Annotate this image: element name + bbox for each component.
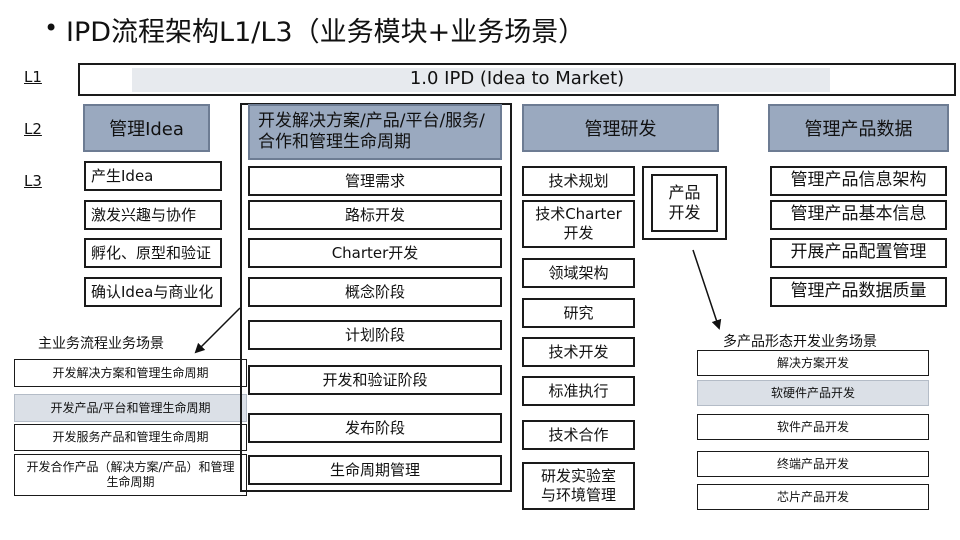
rd-item: 技术合作 bbox=[522, 420, 635, 450]
product-data-item: 管理产品数据质量 bbox=[770, 277, 947, 307]
idea-item: 产生Idea bbox=[84, 161, 222, 191]
main-scenario-item: 开发合作产品（解决方案/产品）和管理生命周期 bbox=[14, 454, 247, 496]
main-scenario-item: 开发解决方案和管理生命周期 bbox=[14, 359, 247, 387]
rd-item: 技术规划 bbox=[522, 166, 635, 196]
dev-stage-item: 发布阶段 bbox=[248, 413, 502, 443]
l1-bar-fill bbox=[132, 68, 830, 92]
multi-form-scenario-item: 软硬件产品开发 bbox=[697, 380, 929, 406]
l1-label: 1.0 IPD (Idea to Market) bbox=[409, 68, 625, 90]
dev-stage-item: 管理需求 bbox=[248, 166, 502, 196]
product-data-item: 开展产品配置管理 bbox=[770, 238, 947, 268]
l1-bar: 1.0 IPD (Idea to Market) bbox=[78, 63, 956, 96]
dev-stage-item: 概念阶段 bbox=[248, 277, 502, 307]
title-bullet: • bbox=[44, 14, 59, 42]
multi-form-scenario-title: 多产品形态开发业务场景 bbox=[723, 334, 877, 350]
rd-item: 技术Charter开发 bbox=[522, 200, 635, 248]
product-data-item: 管理产品基本信息 bbox=[770, 200, 947, 230]
rd-item: 研发实验室与环境管理 bbox=[522, 462, 635, 510]
multi-form-scenario-item: 软件产品开发 bbox=[697, 414, 929, 440]
dev-stage-item: 开发和验证阶段 bbox=[248, 365, 502, 395]
product-dev-outer-frame bbox=[642, 166, 727, 240]
arrow-to-multi-form-scenarios bbox=[692, 249, 722, 330]
page-title: IPD流程架构L1/L3（业务模块+业务场景） bbox=[66, 17, 586, 48]
header-dev-lifecycle: 开发解决方案/产品/平台/服务/合作和管理生命周期 bbox=[248, 104, 502, 160]
rd-item: 标准执行 bbox=[522, 376, 635, 406]
product-dev-box: 产品开发 bbox=[651, 174, 718, 232]
multi-form-scenario-item: 终端产品开发 bbox=[697, 451, 929, 477]
dev-stage-item: Charter开发 bbox=[248, 238, 502, 268]
idea-item: 孵化、原型和验证 bbox=[84, 238, 222, 268]
dev-stage-item: 生命周期管理 bbox=[248, 455, 502, 485]
idea-item: 激发兴趣与协作 bbox=[84, 200, 222, 230]
dev-stage-item: 计划阶段 bbox=[248, 320, 502, 350]
level-label-l1: L1 bbox=[24, 68, 42, 86]
multi-form-scenario-item: 芯片产品开发 bbox=[697, 484, 929, 510]
header-manage-idea: 管理Idea bbox=[83, 104, 210, 152]
idea-item: 确认Idea与商业化 bbox=[84, 277, 222, 307]
header-manage-product-data: 管理产品数据 bbox=[768, 104, 949, 152]
multi-form-scenario-item: 解决方案开发 bbox=[697, 350, 929, 376]
main-scenario-item: 开发产品/平台和管理生命周期 bbox=[14, 394, 247, 422]
rd-item: 研究 bbox=[522, 298, 635, 328]
level-label-l3: L3 bbox=[24, 172, 42, 190]
dev-stage-item: 路标开发 bbox=[248, 200, 502, 230]
rd-item: 技术开发 bbox=[522, 337, 635, 367]
product-data-item: 管理产品信息架构 bbox=[770, 166, 947, 196]
rd-item: 领域架构 bbox=[522, 258, 635, 288]
main-scenario-item: 开发服务产品和管理生命周期 bbox=[14, 424, 247, 451]
header-manage-rd: 管理研发 bbox=[522, 104, 719, 152]
main-scenario-title: 主业务流程业务场景 bbox=[38, 336, 164, 352]
arrow-to-main-scenarios bbox=[194, 307, 241, 354]
level-label-l2: L2 bbox=[24, 120, 42, 138]
